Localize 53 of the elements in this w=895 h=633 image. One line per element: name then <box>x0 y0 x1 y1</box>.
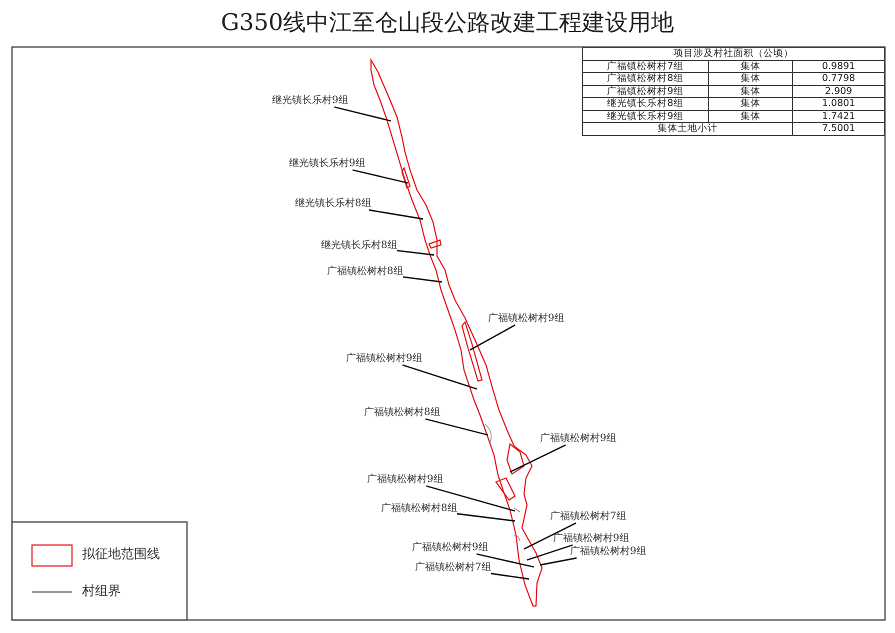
table-cell: 广福镇松树村7组 <box>582 60 708 72</box>
leader-line <box>510 444 566 473</box>
table-cell: 广福镇松树村9组 <box>582 85 708 98</box>
leader-line <box>334 106 392 122</box>
place-label: 广福镇松树村8组 <box>327 266 404 278</box>
leader-line <box>425 418 488 436</box>
table-cell: 集体 <box>708 98 793 110</box>
table-cell: 广福镇松树村8组 <box>582 72 708 85</box>
leader-line <box>352 169 408 184</box>
place-label: 广福镇松树村9组 <box>346 353 422 365</box>
table-cell: 0.9891 <box>792 60 884 72</box>
table-cell: 集体 <box>708 72 793 85</box>
legend-text: 拟征地范围线 <box>82 547 160 563</box>
leader-line <box>368 209 424 220</box>
legend-text: 村组界 <box>82 584 121 600</box>
table-cell: 继光镇长乐村9组 <box>582 110 708 122</box>
leader-line <box>396 250 434 256</box>
place-label: 广福镇松树村7组 <box>415 562 492 574</box>
leader-line <box>490 572 530 580</box>
place-label: 广福镇松树村9组 <box>367 474 444 486</box>
leader-line <box>402 364 478 390</box>
place-label: 广福镇松树村8组 <box>381 503 458 515</box>
place-label: 广福镇松树村7组 <box>550 511 626 523</box>
place-label: 继光镇长乐村8组 <box>321 240 398 252</box>
place-label: 广福镇松树村9组 <box>553 533 630 545</box>
place-label: 继光镇长乐村8组 <box>295 198 372 210</box>
table-cell: 1.7421 <box>792 110 884 122</box>
leader-line <box>476 553 534 568</box>
leader-line <box>540 557 577 566</box>
place-label: 广福镇松树村9组 <box>412 542 488 554</box>
leader-line <box>526 544 573 561</box>
table-cell: 集体 <box>708 85 793 98</box>
table-cell: 集体土地小计 <box>582 122 793 135</box>
title: G350线中江至仓山段公路改建工程建设用地 <box>220 9 676 38</box>
place-label: 继光镇长乐村9组 <box>289 158 366 170</box>
place-label: 广福镇松树村9组 <box>570 546 646 558</box>
table-cell: 集体 <box>708 60 793 72</box>
place-label: 广福镇松树村9组 <box>540 433 616 445</box>
leader-line <box>456 513 516 522</box>
table-cell: 7.5001 <box>792 122 884 135</box>
leader-line <box>524 522 576 550</box>
table-cell: 集体 <box>708 110 793 122</box>
leader-line <box>402 276 442 283</box>
table-cell: 1.0801 <box>792 98 884 110</box>
leader-line <box>426 485 516 512</box>
table-cell: 继光镇长乐村8组 <box>582 98 708 110</box>
place-label: 广福镇松树村9组 <box>488 313 564 325</box>
table-cell: 项目涉及村社面积（公顷） <box>582 48 884 60</box>
table-cell: 0.7798 <box>792 72 884 85</box>
leader-line <box>470 324 516 351</box>
table-cell: 2.909 <box>792 85 884 98</box>
place-label: 广福镇松树村8组 <box>364 407 440 419</box>
place-label: 继光镇长乐村9组 <box>272 95 348 107</box>
